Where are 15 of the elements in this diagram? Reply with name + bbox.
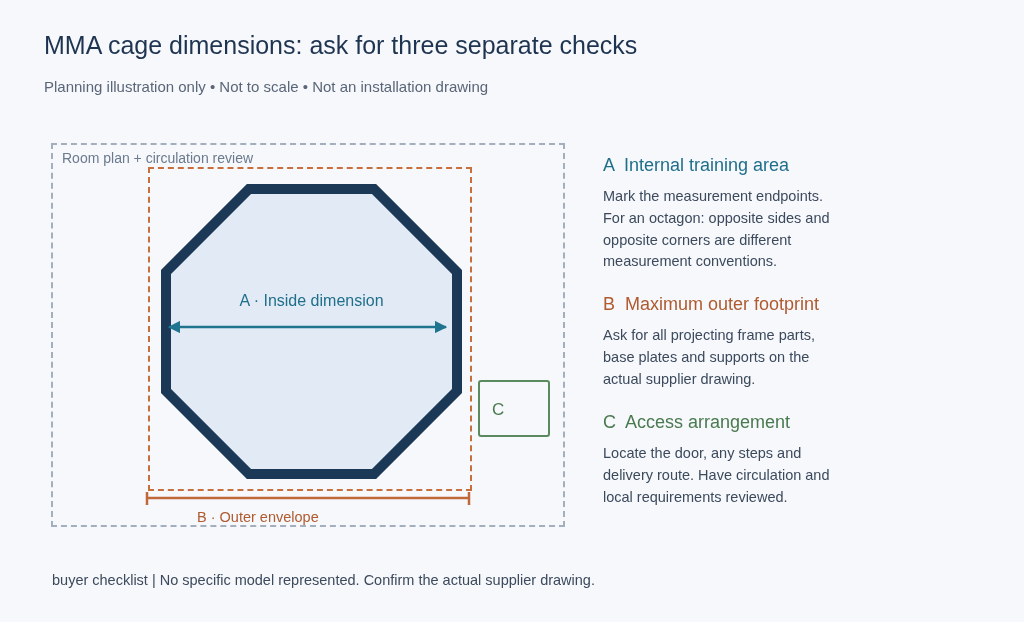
section-heading: A Internal training area bbox=[603, 155, 791, 177]
section-heading: B Maximum outer footprint bbox=[603, 294, 821, 316]
section-text: Ask for all projecting frame parts, base plates and supports on the actual supplier drawing. bbox=[603, 326, 816, 389]
outer-envelope-outline bbox=[148, 167, 472, 491]
subtitle: Planning illustration only • Not to scale • Not an installation drawing bbox=[44, 77, 490, 97]
room-plan-area bbox=[51, 143, 565, 527]
dimension-label: B · Outer envelope bbox=[197, 508, 320, 527]
dimension-label: A · Inside dimension bbox=[238, 292, 385, 310]
footer-note: buyer checklist | No specific model represented. Confirm the actual supplier drawing. bbox=[52, 571, 596, 590]
area-label: Room plan + circulation review bbox=[62, 150, 254, 166]
title: MMA cage dimensions: ask for three separate checks bbox=[44, 31, 638, 60]
section-text: Mark the measurement endpoints. For an octagon: opposite sides and opposite corners are different measurement conventions. bbox=[603, 187, 831, 272]
section-heading: C Access arrangement bbox=[603, 412, 792, 434]
access-box: C bbox=[478, 380, 550, 437]
section-text: Locate the door, any steps and delivery route. Have circulation and local requirements reviewed. bbox=[603, 444, 831, 507]
